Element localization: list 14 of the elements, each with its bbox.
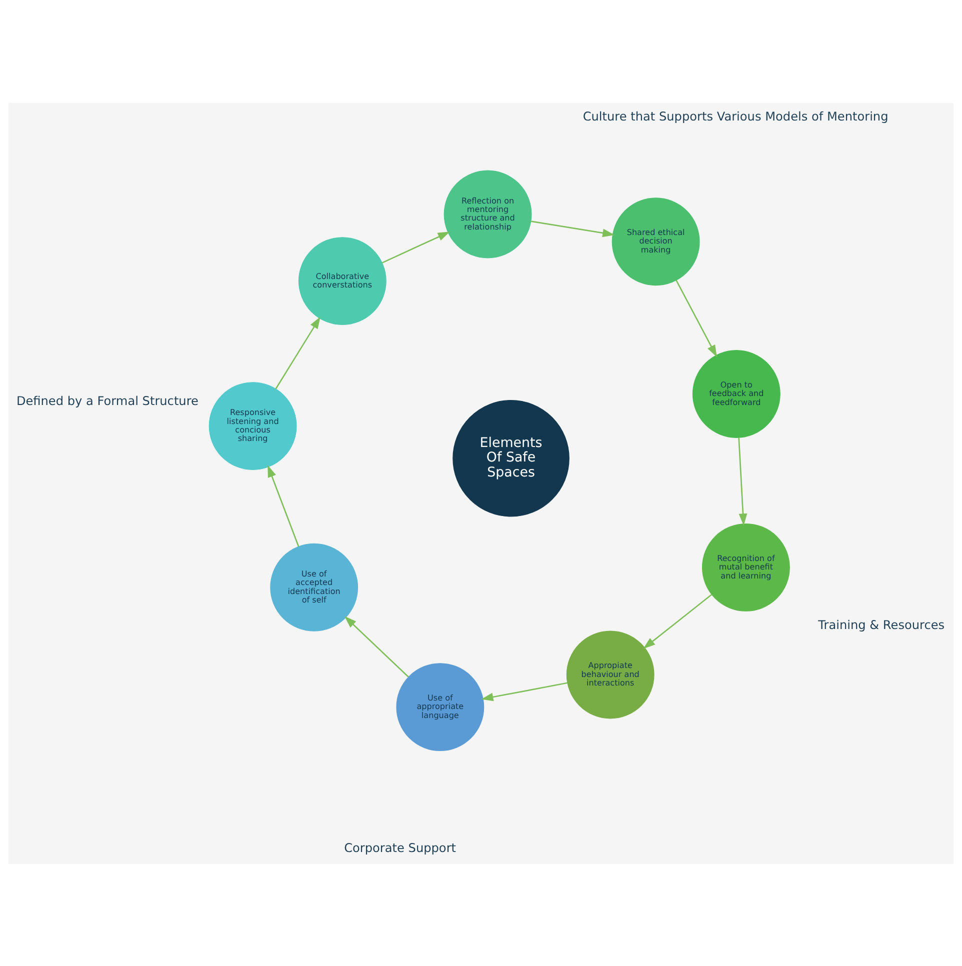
arrow [344,616,409,677]
arrow [530,220,615,237]
arrow [382,231,450,263]
label: Training & Resources [818,618,945,632]
arrow [481,682,568,701]
arrow [643,594,712,648]
arrow [676,279,717,357]
arrow [268,464,300,546]
label: Culture that Supports Various Models of Mentoring [582,109,888,124]
arrow [738,437,748,526]
arrow [275,316,320,389]
node-circle: Elements Of Safe Spaces [452,399,570,516]
label: Corporate Support [344,840,456,855]
label: Defined by a Formal Structure [16,393,198,408]
